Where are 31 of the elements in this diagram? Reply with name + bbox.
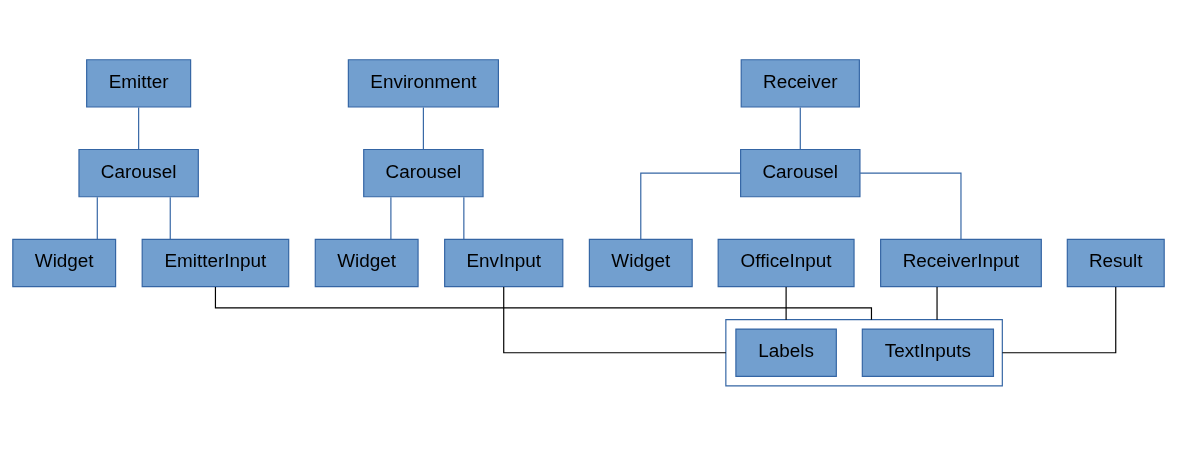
connector bbox=[463, 196, 465, 240]
node-box: ReceiverInput bbox=[880, 238, 1042, 288]
node-box: Labels bbox=[735, 328, 837, 377]
node-box: OfficeInput bbox=[717, 238, 855, 288]
node-box: Environment bbox=[347, 59, 499, 108]
connector bbox=[503, 286, 727, 354]
connector bbox=[799, 106, 801, 150]
connector bbox=[138, 106, 140, 150]
connector bbox=[1001, 286, 1117, 354]
node-box: Result bbox=[1066, 238, 1165, 288]
connector bbox=[390, 196, 392, 240]
connector bbox=[640, 172, 742, 240]
connector bbox=[214, 286, 873, 321]
node-box: Carousel bbox=[78, 148, 199, 198]
connector bbox=[859, 172, 962, 240]
node-box: Carousel bbox=[363, 148, 484, 198]
connector bbox=[785, 286, 787, 321]
connector bbox=[936, 286, 938, 321]
connector bbox=[422, 106, 424, 150]
node-box: Widget bbox=[12, 238, 117, 288]
node-box: EmitterInput bbox=[141, 238, 290, 288]
node-box: Carousel bbox=[740, 148, 861, 198]
node-box: Widget bbox=[588, 238, 693, 288]
node-box: Receiver bbox=[740, 59, 860, 108]
connector bbox=[169, 196, 171, 240]
node-box: TextInputs bbox=[861, 328, 995, 377]
node-box: EnvInput bbox=[444, 238, 564, 288]
connector bbox=[96, 196, 98, 240]
node-box: Widget bbox=[314, 238, 419, 288]
node-box: Emitter bbox=[86, 59, 192, 108]
cluster bbox=[725, 319, 1003, 387]
